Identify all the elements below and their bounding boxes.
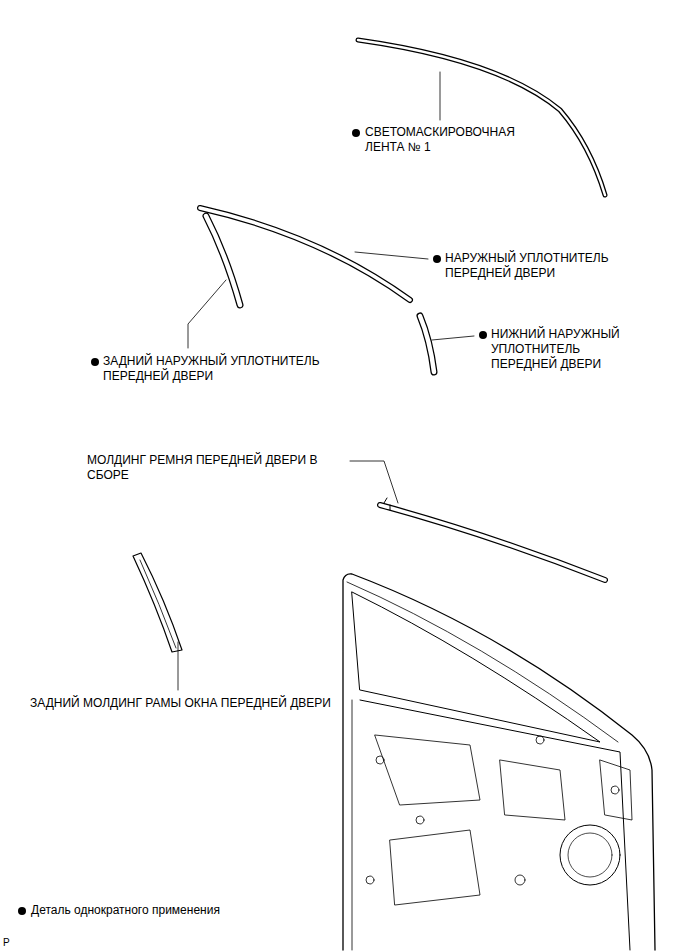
small-hole: [515, 875, 525, 885]
one-time-use-mark: [91, 358, 99, 366]
leader-line: [188, 280, 226, 348]
door-outline: [343, 574, 655, 950]
part-name: НИЖНИЙ НАРУЖНЫЙ УПЛОТНИТЕЛЬ ПЕРЕДНЕЙ ДВЕ…: [491, 327, 641, 372]
seal-part: [206, 216, 240, 305]
legend-text: Деталь однократного применения: [31, 903, 220, 918]
seal-part: [420, 316, 434, 372]
legend-symbol: [16, 905, 28, 917]
part-name: ЗАДНИЙ МОЛДИНГ РАМЫ ОКНА ПЕРЕДНЕЙ ДВЕРИ: [30, 696, 350, 711]
service-hole: [390, 830, 480, 905]
tape-part: [358, 40, 605, 195]
frame-molding-edge: [140, 560, 176, 648]
tape-part-inner: [358, 40, 605, 195]
window-opening: [352, 592, 600, 742]
door-panel-edge: [360, 700, 630, 950]
one-time-use-mark: [433, 255, 441, 263]
one-time-use-mark: [479, 331, 487, 339]
part-name: ЗАДНИЙ НАРУЖНЫЙ УПЛОТНИТЕЛЬ ПЕРЕДНЕЙ ДВЕ…: [103, 354, 368, 384]
frame-molding-part: [133, 553, 182, 652]
door-rear-edge: [352, 700, 353, 950]
one-time-use-mark: [352, 129, 360, 137]
molding-part-inner: [380, 505, 605, 580]
seal-part-inner: [420, 316, 434, 372]
leader-line: [178, 642, 179, 690]
speaker-hole: [560, 825, 620, 885]
service-hole: [500, 760, 565, 820]
hinge-area: [600, 760, 632, 820]
leader-line: [355, 252, 428, 259]
legend-entry: Деталь однократного применения: [16, 903, 220, 918]
molding-part: [380, 505, 605, 580]
service-hole: [375, 735, 480, 805]
page-code: P: [3, 935, 23, 950]
small-hole: [366, 876, 374, 884]
part-name: НАРУЖНЫЙ УПЛОТНИТЕЛЬ ПЕРЕДНЕЙ ДВЕРИ: [445, 251, 645, 281]
clip-detail: [384, 498, 390, 510]
one-time-use-mark: [18, 907, 26, 915]
part-name: МОЛДИНГ РЕМНЯ ПЕРЕДНЕЙ ДВЕРИ В СБОРЕ: [87, 453, 342, 483]
seal-part-inner: [206, 216, 240, 305]
small-hole: [611, 786, 619, 794]
frame-edge: [347, 582, 618, 742]
part-name: СВЕТОМАСКИРОВОЧНАЯ ЛЕНТА № 1: [365, 125, 545, 155]
leader-line: [350, 461, 398, 503]
speaker-hole-inner: [568, 833, 612, 877]
small-hole: [416, 816, 424, 824]
small-hole: [376, 756, 384, 764]
leader-line: [432, 336, 474, 340]
leader-line: [440, 72, 441, 120]
small-hole: [536, 736, 544, 744]
